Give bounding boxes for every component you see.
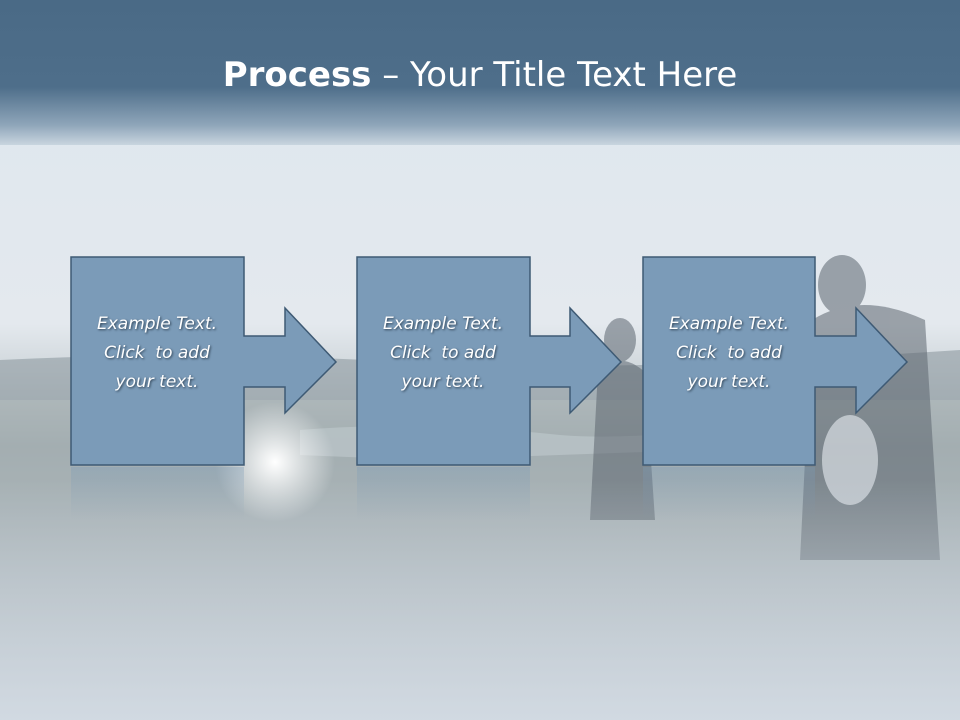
step-3-line-3: your text. <box>687 372 771 392</box>
title-bar: Process – Your Title Text Here <box>0 0 960 145</box>
slide-title[interactable]: Process – Your Title Text Here <box>0 52 960 98</box>
step-1-line-3: your text. <box>115 372 199 392</box>
title-rest: – Your Title Text Here <box>371 55 738 95</box>
step-1-line-2: Click to add <box>104 343 210 363</box>
process-step-3-text[interactable]: Example Text. Click to add your text. <box>643 310 815 397</box>
step-2-line-3: your text. <box>401 372 485 392</box>
step-3-line-1: Example Text. <box>668 314 790 334</box>
process-step-3-shape[interactable] <box>642 256 909 466</box>
process-step-2-shape[interactable] <box>356 256 623 466</box>
step-1-line-1: Example Text. <box>96 314 218 334</box>
step-3-line-2: Click to add <box>676 343 782 363</box>
step-2-line-2: Click to add <box>390 343 496 363</box>
step-2-line-1: Example Text. <box>382 314 504 334</box>
process-step-1-shape[interactable] <box>70 256 338 466</box>
title-bold: Process <box>222 55 372 95</box>
process-step-2-text[interactable]: Example Text. Click to add your text. <box>357 310 529 397</box>
process-step-1-text[interactable]: Example Text. Click to add your text. <box>71 310 243 397</box>
